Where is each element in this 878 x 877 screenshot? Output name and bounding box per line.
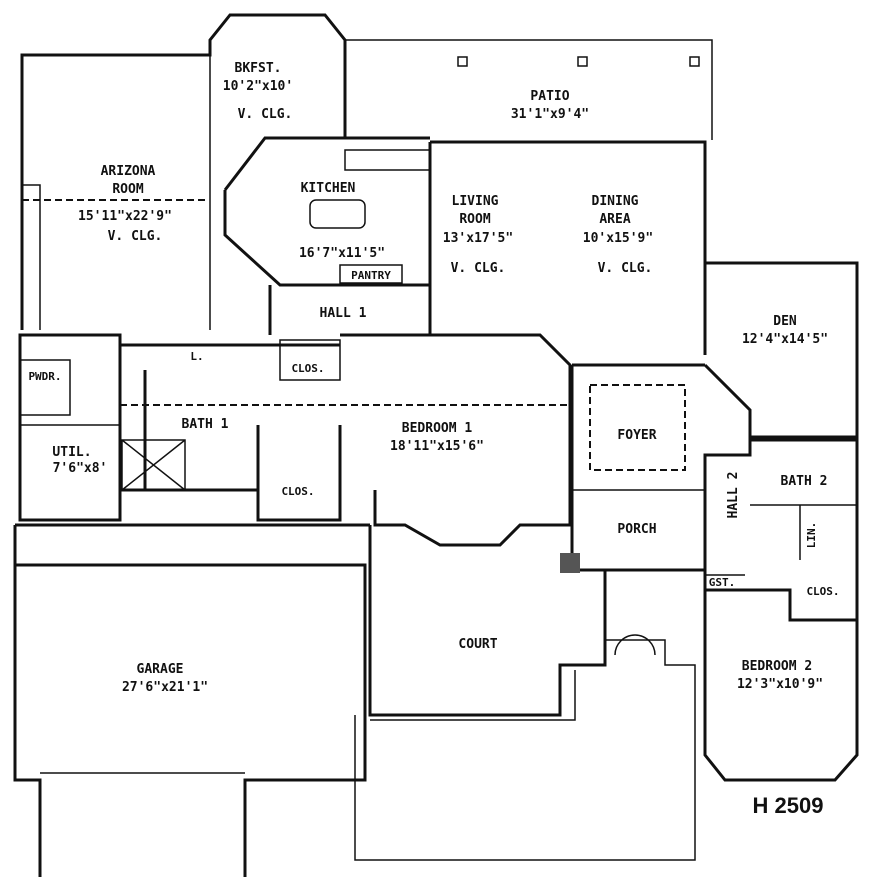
dining-label-1: DINING [592, 194, 639, 209]
bedroom1-size: 18'11"x15'6" [390, 439, 484, 454]
closet-1-label: CLOS. [291, 362, 324, 375]
garage-label: GARAGE [137, 662, 184, 677]
bedroom2-size: 12'3"x10'9" [737, 677, 823, 692]
hall2-label: HALL 2 [726, 472, 741, 519]
garage-size: 27'6"x21'1" [122, 680, 208, 695]
living-label-1: LIVING [452, 194, 499, 209]
dining-label-2: AREA [599, 212, 630, 227]
arizona-size: 15'11"x22'9" [78, 209, 172, 224]
foyer-label: FOYER [617, 428, 656, 443]
patio-size: 31'1"x9'4" [511, 107, 589, 122]
arizona-note: V. CLG. [108, 229, 163, 244]
living-size: 13'x17'5" [443, 231, 513, 246]
living-note: V. CLG. [451, 261, 506, 276]
patio-label: PATIO [530, 89, 569, 104]
den-size: 12'4"x14'5" [742, 332, 828, 347]
hall1-label: HALL 1 [320, 306, 367, 321]
arizona-label-1: ARIZONA [101, 164, 156, 179]
arizona-label-2: ROOM [112, 182, 143, 197]
bath1-label: BATH 1 [182, 417, 229, 432]
walls [13, 13, 859, 877]
util-label: UTIL. [52, 445, 91, 460]
bedroom1-label: BEDROOM 1 [402, 421, 473, 436]
bkfst-note: V. CLG. [238, 107, 293, 122]
kitchen-size: 16'7"x11'5" [299, 246, 385, 261]
guest-closet-label: GST. [709, 576, 736, 589]
court-label: COURT [458, 637, 497, 652]
linen-label: L. [190, 350, 203, 363]
bkfst-size: 10'2"x10' [223, 79, 293, 94]
room-labels: BKFST. 10'2"x10' V. CLG. PATIO 31'1"x9'4… [22, 61, 840, 818]
dining-note: V. CLG. [598, 261, 653, 276]
pwdr-label: PWDR. [28, 370, 61, 383]
kitchen-label: KITCHEN [301, 181, 356, 196]
living-label-2: ROOM [459, 212, 490, 227]
linen-2-label: LIN. [805, 522, 818, 549]
bkfst-label: BKFST. [235, 61, 282, 76]
plan-code: H 2509 [753, 793, 824, 818]
pantry-label: PANTRY [351, 269, 391, 282]
closet-3-label: CLOS. [806, 585, 839, 598]
porch-label: PORCH [617, 522, 656, 537]
closet-2-label: CLOS. [281, 485, 314, 498]
den-label: DEN [773, 314, 797, 329]
bedroom2-label: BEDROOM 2 [742, 659, 812, 674]
bath2-label: BATH 2 [781, 474, 828, 489]
util-size: 7'6"x8' [53, 461, 108, 476]
dining-size: 10'x15'9" [583, 231, 653, 246]
